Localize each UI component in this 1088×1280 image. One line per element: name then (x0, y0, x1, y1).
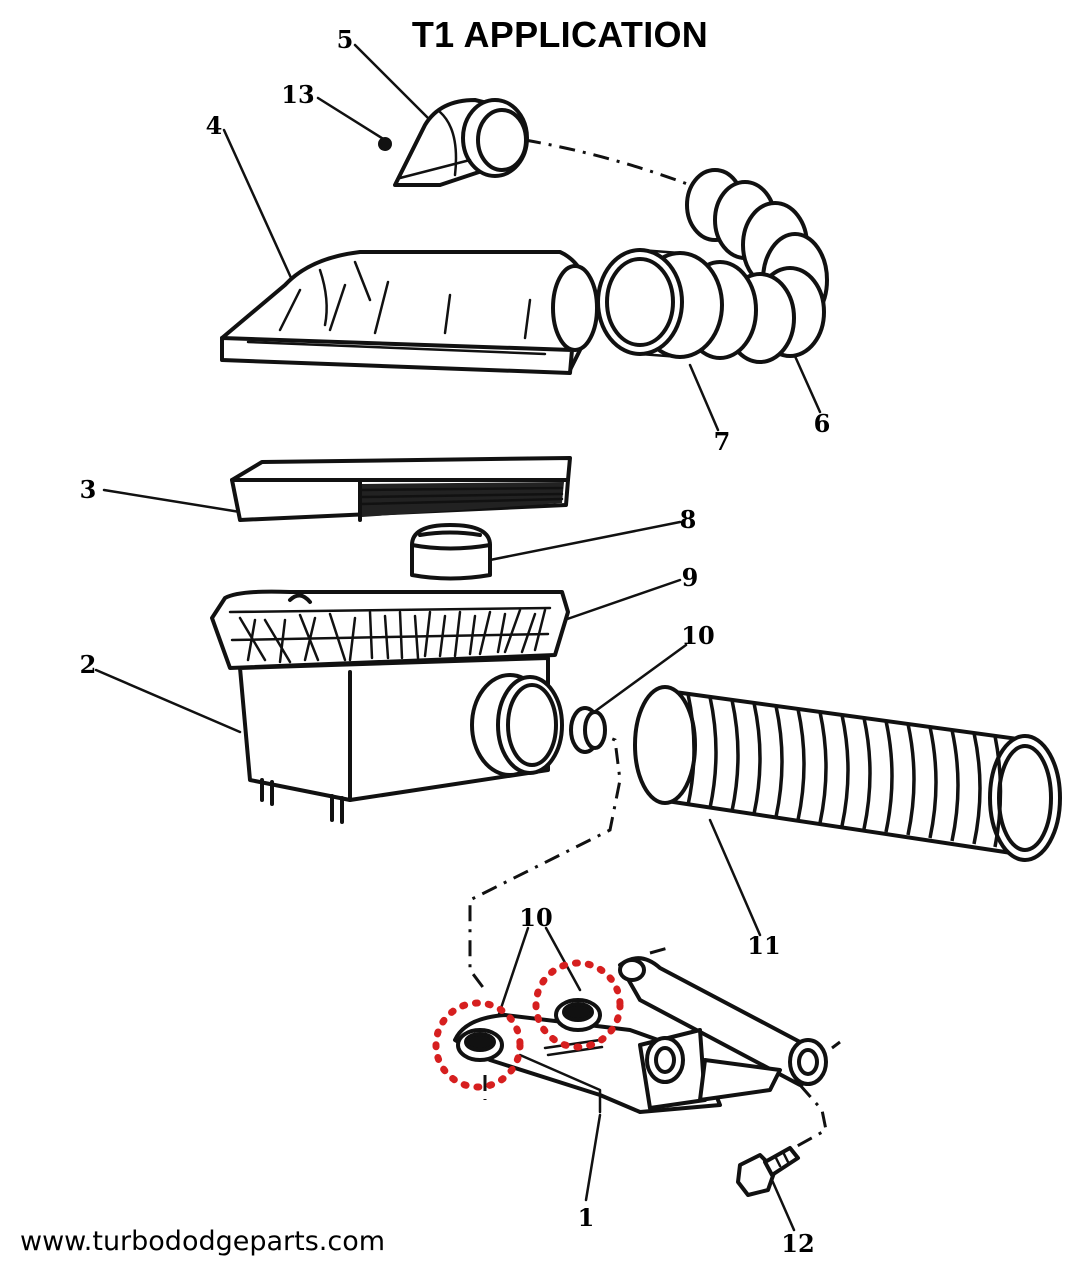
callout-7: 7 (713, 427, 731, 456)
part-12-bolt (736, 1146, 800, 1197)
diagram-title: T1 APPLICATION (411, 14, 709, 55)
callout-10-bracket: 10 (519, 903, 553, 932)
callout-5: 5 (336, 25, 354, 54)
callout-11: 11 (747, 931, 781, 960)
part-10-grommets-bracket (456, 998, 602, 1062)
callout-13: 13 (281, 80, 315, 109)
callout-3: 3 (79, 475, 97, 504)
leader-lines (94, 43, 822, 1232)
callout-6: 6 (813, 409, 831, 438)
callout-12: 12 (781, 1229, 815, 1258)
part-10-grommet-housing (569, 706, 607, 754)
centerlines (468, 138, 841, 1152)
part-8-cap (410, 523, 492, 581)
part-3-filter-element (230, 456, 572, 522)
highlight-circle-grommet-right (532, 959, 624, 1051)
highlight-circles (432, 959, 624, 1091)
part-7-hose-clamp (596, 248, 724, 359)
callout-2: 2 (79, 650, 97, 679)
callout-1: 1 (577, 1203, 595, 1232)
footer-website: www.turbododgeparts.com (20, 1226, 386, 1257)
callout-10-housing: 10 (681, 621, 715, 650)
part-2-filter-housing (210, 589, 570, 824)
callout-4: 4 (205, 111, 223, 140)
part-5-inlet-elbow (393, 98, 529, 187)
callout-9: 9 (681, 563, 699, 592)
part-13-fastener (378, 137, 392, 151)
part-4-filter-cover (220, 250, 599, 375)
part-11-intake-hose (633, 685, 1062, 862)
callout-8: 8 (679, 505, 697, 534)
highlight-circle-grommet-left (432, 999, 524, 1091)
